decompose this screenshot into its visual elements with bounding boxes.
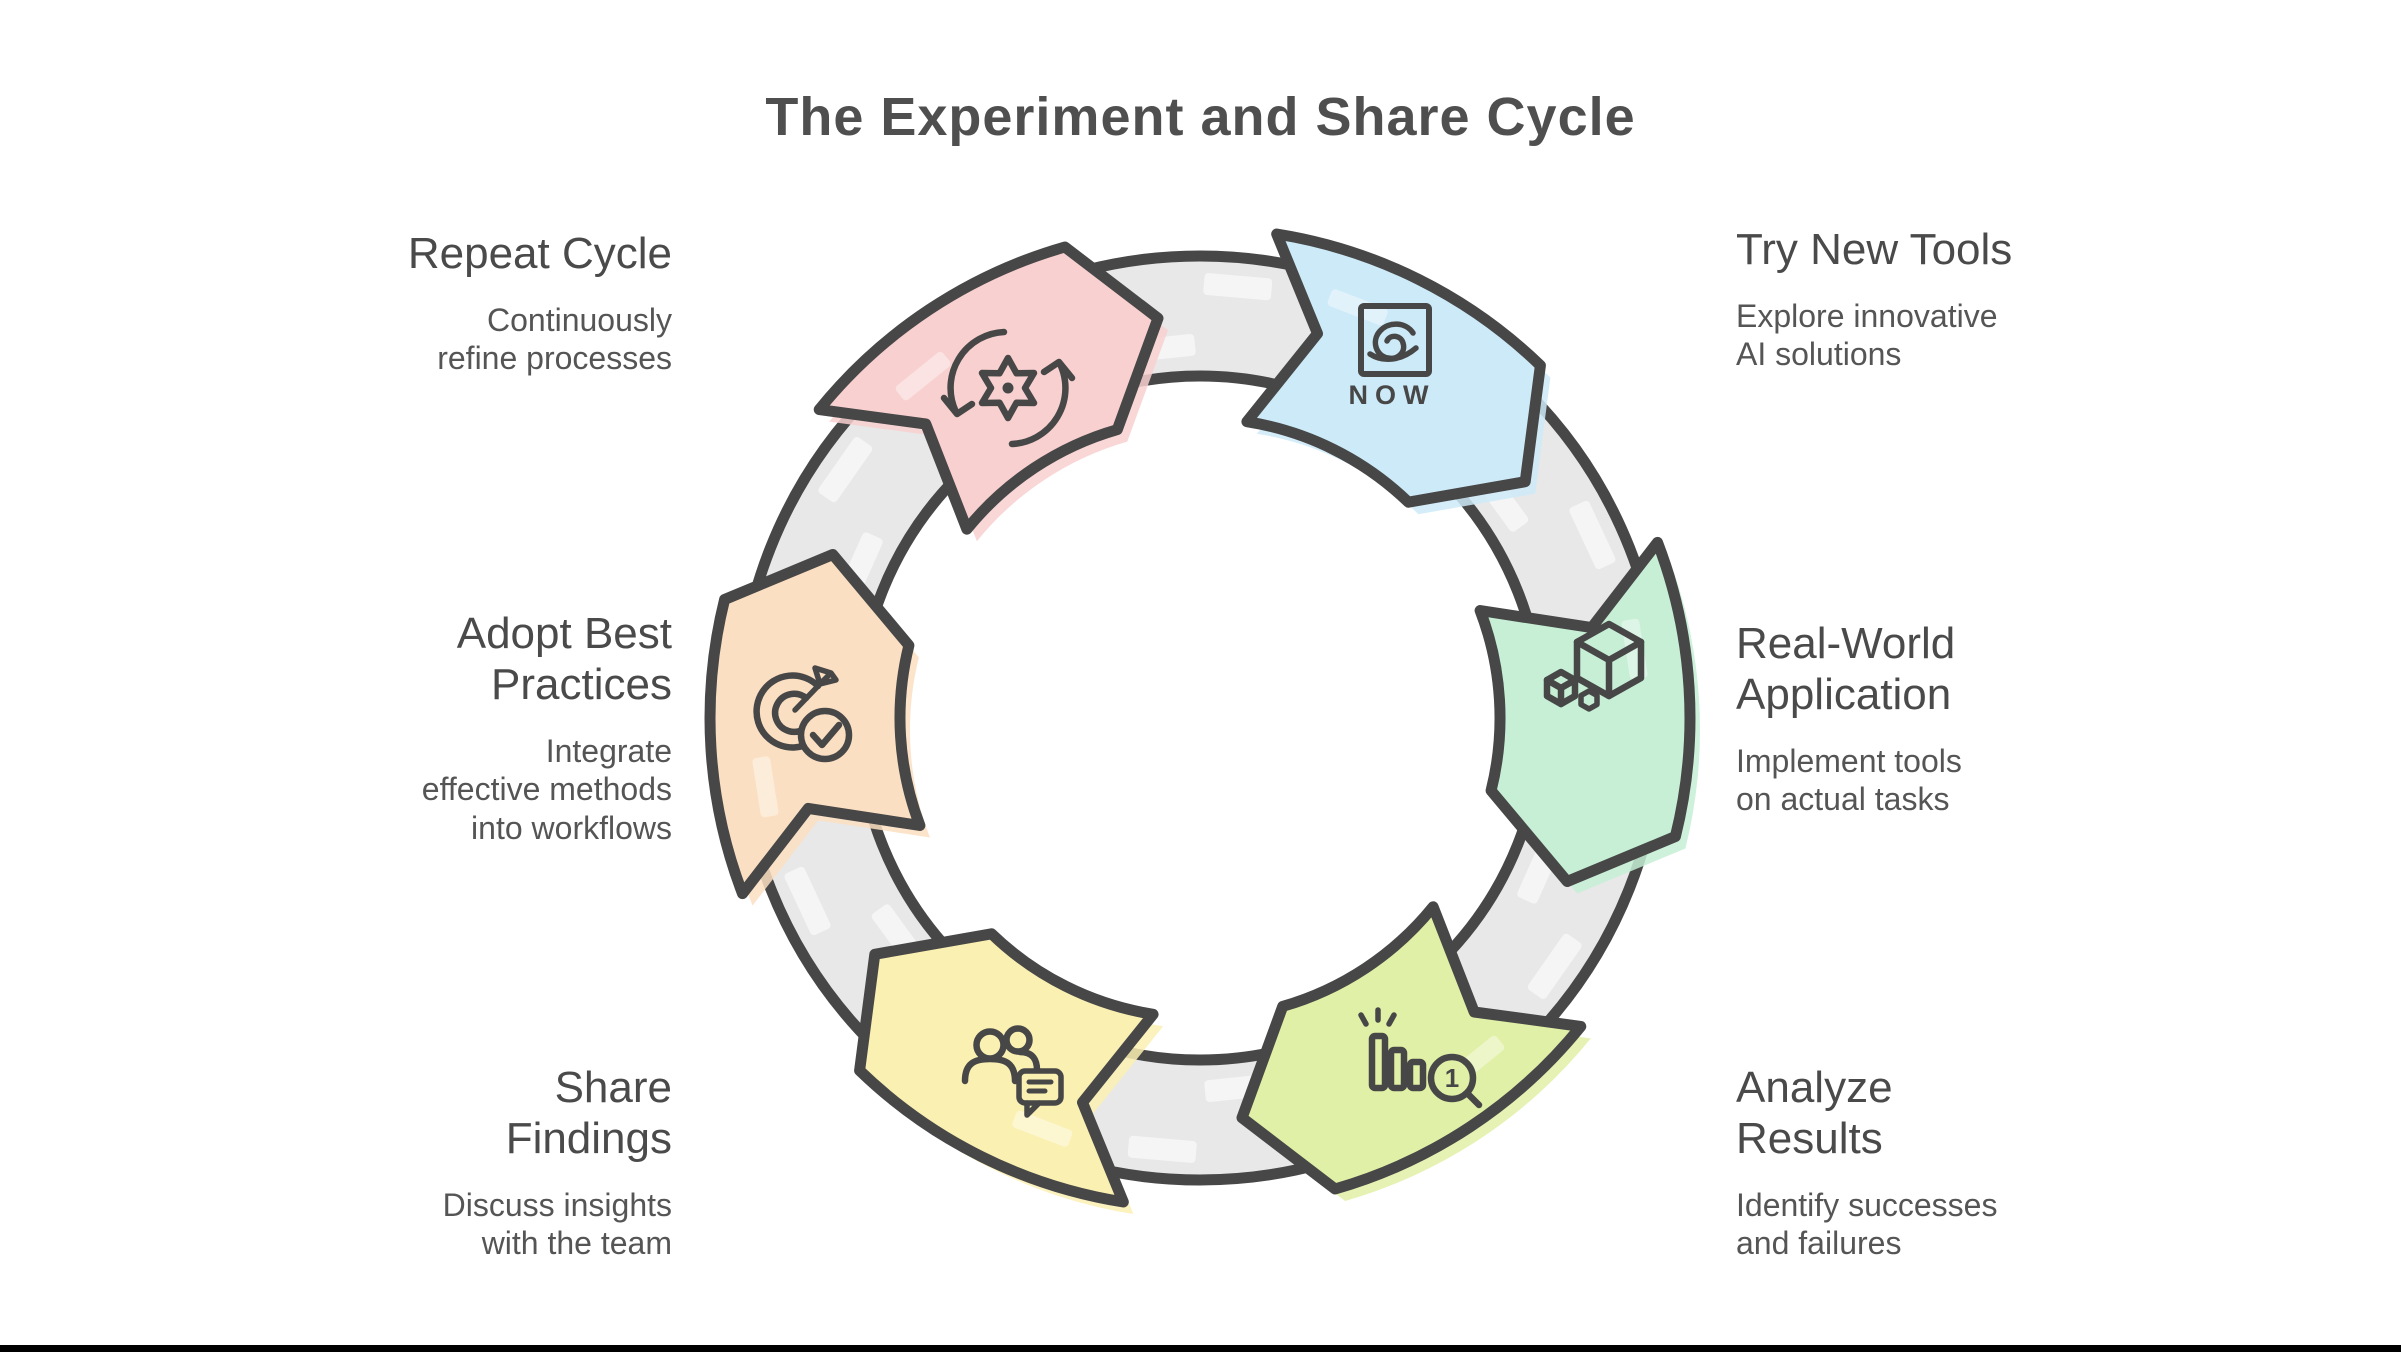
texture-streak bbox=[818, 437, 873, 503]
gear-cycle-icon bbox=[940, 328, 1076, 448]
texture-streak bbox=[784, 866, 831, 936]
texture-streak bbox=[1127, 1135, 1197, 1163]
magnifier-badge: 1 bbox=[1445, 1063, 1459, 1093]
analyze-results-segment bbox=[1236, 901, 1587, 1195]
step-desc-share-findings: Discuss insights with the team bbox=[442, 1187, 672, 1262]
target-check-icon bbox=[753, 665, 853, 763]
step-desc-adopt-best-practices: Integrate effective methods into workflo… bbox=[421, 733, 672, 846]
bar-chart-magnifier-icon: 1 bbox=[1358, 1007, 1483, 1109]
servicenow-now-icon: NOW bbox=[1349, 303, 1436, 410]
cycle-ring bbox=[704, 228, 1700, 1214]
people-chat-icon bbox=[961, 1025, 1064, 1118]
real-world-application-segment bbox=[1474, 536, 1696, 887]
step-title-try-new-tools: Try New Tools bbox=[1736, 225, 2013, 274]
step-desc-try-new-tools: Explore innovative AI solutions bbox=[1736, 298, 1998, 373]
label-try-new-tools: Try New Tools Explore innovative AI solu… bbox=[1736, 224, 2012, 374]
label-real-world-application: Real-World Application Implement tools o… bbox=[1736, 618, 1962, 819]
step-title-analyze-results: Analyze Results bbox=[1736, 1063, 1893, 1164]
cubes-icon bbox=[1543, 620, 1645, 712]
texture-streak bbox=[895, 351, 951, 401]
step-title-adopt-best-practices: Adopt Best Practices bbox=[456, 609, 672, 710]
label-adopt-best-practices: Adopt Best Practices Integrate effective… bbox=[422, 608, 672, 847]
page-title: The Experiment and Share Cycle bbox=[765, 87, 1636, 147]
step-desc-repeat-cycle: Continuously refine processes bbox=[437, 302, 672, 377]
now-logo-text: NOW bbox=[1349, 380, 1436, 410]
step-title-repeat-cycle: Repeat Cycle bbox=[407, 229, 672, 278]
step-desc-real-world-application: Implement tools on actual tasks bbox=[1736, 743, 1962, 818]
try-new-tools-segment bbox=[1241, 228, 1546, 508]
label-analyze-results: Analyze Results Identify successes and f… bbox=[1736, 1062, 1997, 1263]
label-repeat-cycle: Repeat Cycle Continuously refine process… bbox=[408, 228, 672, 378]
bottom-screen-edge bbox=[0, 1345, 2401, 1352]
texture-streak bbox=[1569, 500, 1616, 570]
step-title-share-findings: Share Findings bbox=[505, 1063, 672, 1164]
label-share-findings: Share Findings Discuss insights with the… bbox=[443, 1062, 672, 1263]
texture-streak bbox=[1527, 933, 1582, 999]
step-desc-analyze-results: Identify successes and failures bbox=[1736, 1187, 1998, 1262]
texture-streak bbox=[1203, 273, 1273, 301]
texture-streak bbox=[1012, 1110, 1073, 1147]
texture-streak bbox=[1327, 289, 1388, 326]
texture-streak bbox=[752, 756, 779, 818]
step-title-real-world-application: Real-World Application bbox=[1736, 619, 1956, 720]
share-findings-segment bbox=[854, 928, 1159, 1208]
